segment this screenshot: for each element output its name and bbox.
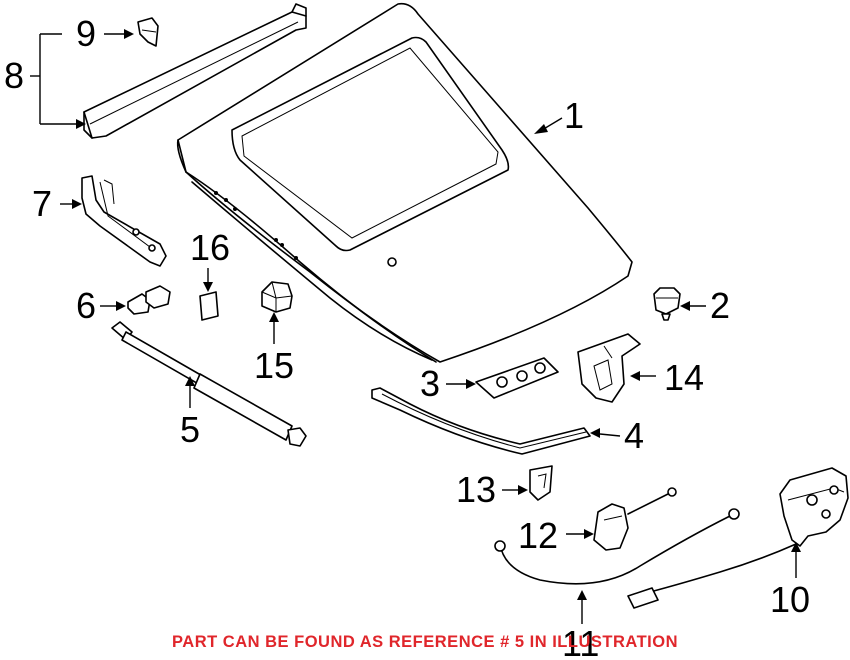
bumper-stop: [261, 281, 293, 313]
callout-9: 9: [76, 13, 96, 54]
seal-strip: [371, 387, 591, 455]
release-handle: [593, 487, 677, 551]
leader-lines: [30, 29, 801, 624]
warning-label: [199, 291, 219, 321]
callout-4: 4: [624, 415, 644, 456]
ball-stud: [127, 285, 171, 315]
callout-6: 6: [76, 285, 96, 326]
callout-12: 12: [518, 515, 558, 556]
hood-hinge: [81, 175, 167, 267]
callout-1: 1: [564, 95, 584, 136]
callout-15: 15: [254, 345, 294, 386]
reference-note: PART CAN BE FOUND AS REFERENCE # 5 IN IL…: [172, 633, 678, 651]
striker-plate: [475, 357, 559, 399]
callout-labels: 1 2 3 4 5 6 7 8 9 10 11 12 13 14 15 16: [4, 13, 810, 660]
hood-latch: [627, 467, 849, 609]
gas-strut: [111, 321, 307, 447]
clip-part-9: [137, 17, 159, 47]
rubber-bumper: [653, 287, 681, 321]
callout-5: 5: [180, 409, 200, 450]
callout-11: 11: [562, 623, 599, 660]
hinge-reinforcement: [83, 3, 307, 139]
callout-14: 14: [664, 357, 704, 398]
callout-7: 7: [32, 183, 52, 224]
callout-2: 2: [710, 285, 730, 326]
callout-3: 3: [420, 363, 440, 404]
hood-panel: [176, 2, 633, 363]
latch-bracket: [577, 333, 641, 403]
release-cable: [494, 508, 740, 585]
retainer-clip: [529, 465, 553, 501]
callout-10: 10: [770, 579, 810, 620]
callout-8: 8: [4, 55, 24, 96]
callout-13: 13: [456, 469, 496, 510]
callout-16: 16: [190, 227, 230, 268]
